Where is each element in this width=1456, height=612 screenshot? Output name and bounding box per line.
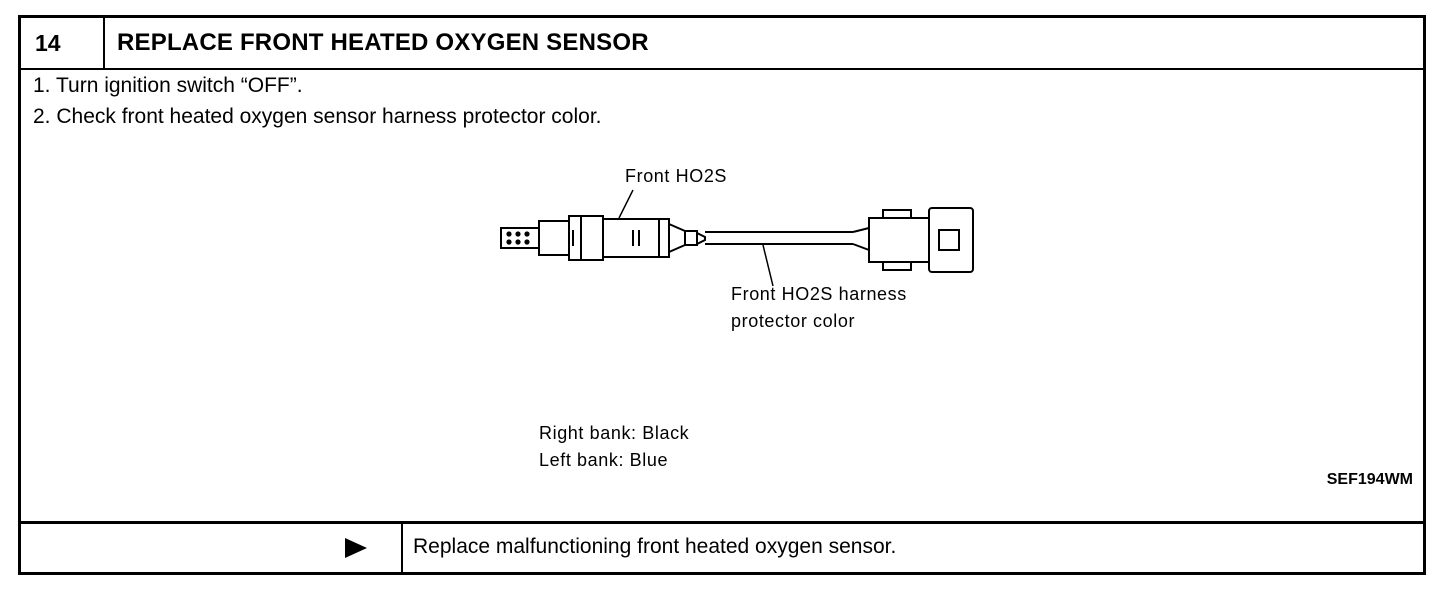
instruction-2: 2. Check front heated oxygen sensor harn… [33, 105, 602, 128]
instruction-1: 1. Turn ignition switch “OFF”. [33, 74, 303, 97]
oxygen-sensor-diagram [500, 189, 974, 287]
sensor-tip [500, 227, 540, 249]
step-title: REPLACE FRONT HEATED OXYGEN SENSOR [117, 29, 649, 56]
procedure-table: 14 REPLACE FRONT HEATED OXYGEN SENSOR 1.… [18, 15, 1426, 575]
right-bank-color: Right bank: Black [539, 423, 690, 443]
harness-connector [868, 217, 930, 263]
sensor-hex [568, 215, 604, 261]
arrow-cell [21, 524, 403, 572]
step-number: 14 [21, 18, 105, 68]
result-row: Replace malfunctioning front heated oxyg… [21, 521, 1423, 572]
figure-code: SEF194WM [1326, 471, 1413, 488]
label-harness-line-1: Front HO2S harness [731, 284, 907, 304]
result-text: Replace malfunctioning front heated oxyg… [413, 535, 897, 558]
step-header: 14 REPLACE FRONT HEATED OXYGEN SENSOR [21, 18, 1423, 70]
left-bank-color: Left bank: Blue [539, 450, 669, 470]
play-arrow-icon [345, 538, 367, 558]
label-harness-line-2: protector color [731, 311, 856, 331]
label-front-ho2s: Front HO2S [625, 166, 728, 186]
sensor-body [602, 218, 670, 258]
sensor-thread [538, 220, 570, 256]
